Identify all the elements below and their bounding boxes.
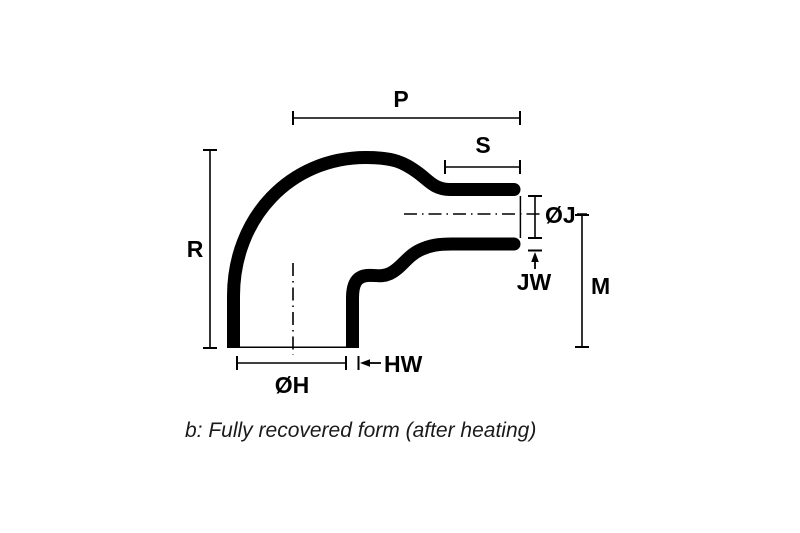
dimension-jw: [528, 249, 542, 269]
dimension-s: [444, 160, 521, 174]
dim-label-jw: JW: [517, 269, 552, 295]
boot-wall-lower: [346, 237, 514, 348]
dimension-r: [203, 149, 217, 349]
dimension-hw: [357, 356, 381, 370]
oj-label-backplate: [542, 203, 577, 225]
dim-label-s: S: [475, 132, 490, 158]
boot-wall-upper: [227, 151, 514, 348]
dim-label-oj: ØJ: [545, 202, 576, 228]
figure-caption: b: Fully recovered form (after heating): [185, 419, 536, 442]
hw-left-arrow: [360, 359, 370, 367]
dimension-oj: [528, 195, 542, 239]
dimension-oh: [236, 356, 347, 370]
dim-label-oh: ØH: [275, 372, 310, 398]
dim-label-hw: HW: [384, 351, 423, 377]
boot-body: [227, 151, 514, 348]
tube-top-wall-endcap: [507, 183, 521, 196]
tube-bottom-wall-endcap: [507, 237, 521, 251]
dim-label-r: R: [187, 236, 204, 262]
dimension-p: [292, 111, 521, 125]
dimension-m: [575, 214, 589, 348]
dim-label-m: M: [591, 273, 610, 299]
jw-up-arrow: [531, 252, 539, 262]
dim-label-p: P: [393, 86, 408, 112]
